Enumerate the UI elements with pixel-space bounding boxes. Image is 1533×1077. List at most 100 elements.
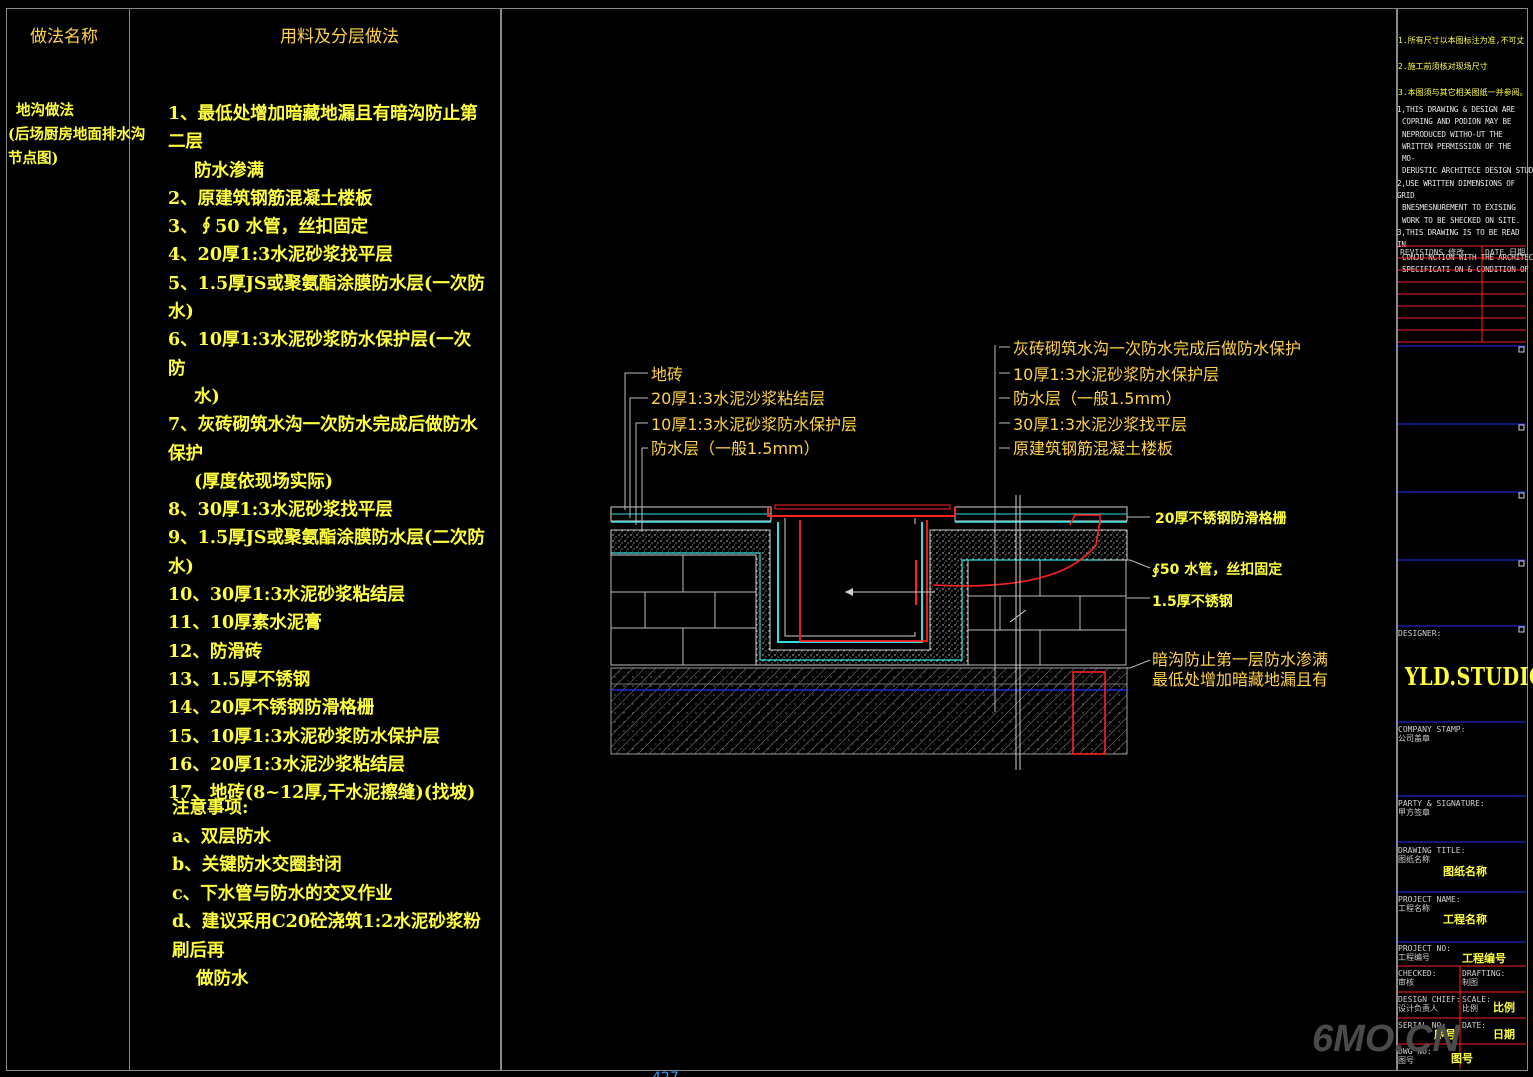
note-item: c、下水管与防水的交叉作业 bbox=[172, 883, 393, 904]
label-protection-layer: 10厚1:3水泥砂浆防水保护层 bbox=[651, 415, 857, 434]
revisions-label: REVISIONS 修改 bbox=[1400, 248, 1465, 257]
page-number: 427 bbox=[652, 1070, 679, 1077]
titleblock-frame bbox=[1396, 8, 1528, 1071]
label-bottom-1: 暗沟防止第一层防水渗满 bbox=[1152, 650, 1328, 669]
header-method: 做法名称 bbox=[30, 27, 98, 47]
titleblock-note-en: 3,THIS DRAWING IS TO BE READ IN bbox=[1397, 227, 1520, 250]
step-item: 12、防滑砖 bbox=[168, 641, 263, 662]
step-item: 8、30厚1:3水泥砂浆找平层 bbox=[168, 500, 393, 521]
step-item: 3、∮50 水管，丝扣固定 bbox=[168, 217, 369, 238]
party-signature-label: PARTY & SIGNATURE: bbox=[1398, 799, 1485, 808]
company-stamp-label: COMPANY STAMP: bbox=[1398, 725, 1466, 734]
notes-title: 注意事项: bbox=[172, 798, 249, 818]
serial-value: 序号 bbox=[1434, 1028, 1456, 1041]
step-item: 水) bbox=[194, 386, 220, 407]
label-concrete-slab: 原建筑钢筋混凝土楼板 bbox=[1013, 439, 1173, 458]
titleblock-note-en: BNESMESNUREMENT TO EXISING bbox=[1402, 203, 1516, 213]
date2-value: 日期 bbox=[1493, 1028, 1515, 1041]
party-signature-cn: 甲方签章 bbox=[1398, 808, 1430, 817]
titleblock-notes-en: 1,THIS DRAWING & DESIGN ARE COPRING AND … bbox=[1397, 104, 1533, 276]
project-name-value: 工程名称 bbox=[1443, 913, 1487, 926]
titleblock-note-en: WRITTEN PERMISSION OF THE MO- bbox=[1402, 141, 1512, 164]
step-item: 4、20厚1:3水泥砂浆找平层 bbox=[168, 245, 393, 266]
label-waterproof-layer-right: 防水层（一般1.5mm） bbox=[1013, 389, 1182, 408]
floor-drain bbox=[1072, 671, 1106, 755]
designer-label: DESIGNER: bbox=[1398, 629, 1442, 638]
method-name-line: 地沟做法 bbox=[16, 102, 74, 119]
drawing-title-label: DRAWING TITLE: bbox=[1398, 846, 1466, 855]
brick-wall-left bbox=[610, 554, 757, 666]
table-column-divider bbox=[129, 8, 130, 1070]
step-item: 15、10厚1:3水泥砂浆防水保护层 bbox=[168, 726, 441, 747]
dwg-cn: 图号 bbox=[1398, 1056, 1414, 1065]
method-name-line: (后场厨房地面排水沟 bbox=[8, 126, 146, 143]
titleblock-note-en: SPECIFICATI-ON & CONDITION OF SITE. bbox=[1402, 264, 1533, 274]
titleblock-note-cn: 2.施工前须核对现场尺寸 bbox=[1398, 62, 1488, 71]
drain-pipe bbox=[933, 519, 1101, 587]
checked-label: CHECKED: bbox=[1398, 969, 1437, 978]
step-item: (厚度依现场实际) bbox=[194, 471, 334, 492]
trench-cavity bbox=[805, 524, 920, 632]
dwg-label: DWG NO: bbox=[1398, 1047, 1432, 1056]
step-item: 14、20厚不锈钢防滑格栅 bbox=[168, 698, 375, 719]
note-item: 做防水 bbox=[196, 969, 249, 989]
titleblock-note-en: CONJU-NCTION WITH THE ARCHITECTS bbox=[1402, 252, 1533, 262]
checked-cn: 审核 bbox=[1398, 978, 1414, 987]
steel-grating bbox=[767, 507, 956, 517]
label-grating: 20厚不锈钢防滑格栅 bbox=[1155, 510, 1286, 527]
note-item: a、双层防水 bbox=[172, 826, 271, 847]
watermark: 6MO.CN bbox=[1312, 1018, 1460, 1060]
date2-label: DATE: bbox=[1462, 1021, 1487, 1030]
header-materials: 用料及分层做法 bbox=[280, 27, 399, 47]
drawing-frame bbox=[500, 8, 1398, 1071]
step-item: 1、最低处增加暗藏地漏且有暗沟防止第 二层 bbox=[168, 104, 478, 153]
titleblock-note-en: NEPRODUCED WITHO-UT THE bbox=[1402, 129, 1503, 139]
design-chief-cn: 设计负责人 bbox=[1398, 1004, 1438, 1013]
label-bottom-2: 最低处增加暗藏地漏且有 bbox=[1152, 670, 1328, 689]
date-label: DATE 日期 bbox=[1485, 248, 1526, 257]
titleblock-note-en: 1,THIS DRAWING & DESIGN ARE bbox=[1397, 105, 1516, 114]
drafting-cn: 制图 bbox=[1462, 978, 1478, 987]
label-pipe: ∮50 水管，丝扣固定 bbox=[1152, 561, 1282, 578]
scale-label: SCALE: bbox=[1462, 995, 1491, 1004]
label-leveling-layer: 30厚1:3水泥沙浆找平层 bbox=[1013, 415, 1187, 434]
label-waterproof-layer: 防水层（一般1.5mm） bbox=[651, 439, 820, 458]
step-item: 7、灰砖砌筑水沟一次防水完成后做防水保护 bbox=[168, 415, 478, 464]
scale-value: 比例 bbox=[1493, 1001, 1515, 1014]
label-protection-layer-right: 10厚1:3水泥砂浆防水保护层 bbox=[1013, 365, 1219, 384]
trench-lining bbox=[777, 522, 923, 643]
project-no-value: 工程编号 bbox=[1462, 952, 1506, 965]
titleblock-note-en: WORK TO BE SHECKED ON SITE. bbox=[1402, 215, 1521, 225]
drawing-title-value: 图纸名称 bbox=[1443, 865, 1487, 878]
label-floor-tile: 地砖 bbox=[651, 365, 683, 384]
titleblock-note-en: 2,USE WRITTEN DIMENSIONS OF GRID bbox=[1397, 178, 1516, 201]
scale-cn: 比例 bbox=[1462, 1004, 1478, 1013]
step-item: 防水渗满 bbox=[194, 160, 264, 181]
project-no-label: PROJECT NO: bbox=[1398, 944, 1451, 953]
table-frame bbox=[6, 8, 502, 1071]
project-name-cn: 工程名称 bbox=[1398, 904, 1430, 913]
method-name-line: 节点图) bbox=[8, 150, 59, 167]
notes-block: 注意事项: a、双层防水 b、关键防水交圈封闭 c、下水管与防水的交叉作业 d、… bbox=[172, 794, 492, 994]
label-stainless: 1.5厚不锈钢 bbox=[1152, 593, 1233, 610]
step-item: 2、原建筑钢筋混凝土楼板 bbox=[168, 188, 373, 209]
project-no-cn: 工程编号 bbox=[1398, 953, 1430, 962]
step-item: 16、20厚1:3水泥沙浆粘结层 bbox=[168, 754, 406, 775]
titleblock-note-cn: 3.本图须与其它相关图纸一并参阅。 bbox=[1398, 88, 1524, 97]
step-item: 10、30厚1:3水泥砂浆粘结层 bbox=[168, 585, 406, 606]
titleblock-note-en: DERUSTIC ARCHITECE DESIGN STUDIO. bbox=[1402, 166, 1533, 176]
company-stamp-cn: 公司盖章 bbox=[1398, 734, 1430, 743]
design-chief-label: DESIGN CHIEF: bbox=[1398, 995, 1461, 1004]
label-bonding-layer: 20厚1:3水泥沙浆粘结层 bbox=[651, 389, 825, 408]
note-item: d、建议采用C20砼浇筑1:2水泥砂浆粉刷后再 bbox=[172, 912, 481, 961]
note-item: b、关键防水交圈封闭 bbox=[172, 855, 342, 875]
step-item: 13、1.5厚不锈钢 bbox=[168, 669, 311, 690]
drawing-title-cn: 图纸名称 bbox=[1398, 855, 1430, 864]
dwg-value: 图号 bbox=[1451, 1052, 1473, 1065]
drafting-label: DRAFTING: bbox=[1462, 969, 1506, 978]
titleblock-note-en: COPRING AND PODION MAY BE bbox=[1402, 117, 1512, 127]
project-name-label: PROJECT NAME: bbox=[1398, 895, 1461, 904]
method-name: 地沟做法 (后场厨房地面排水沟 节点图) bbox=[8, 99, 146, 171]
step-item: 5、1.5厚JS或聚氨酯涂膜防水层(一次防水) bbox=[168, 273, 485, 323]
